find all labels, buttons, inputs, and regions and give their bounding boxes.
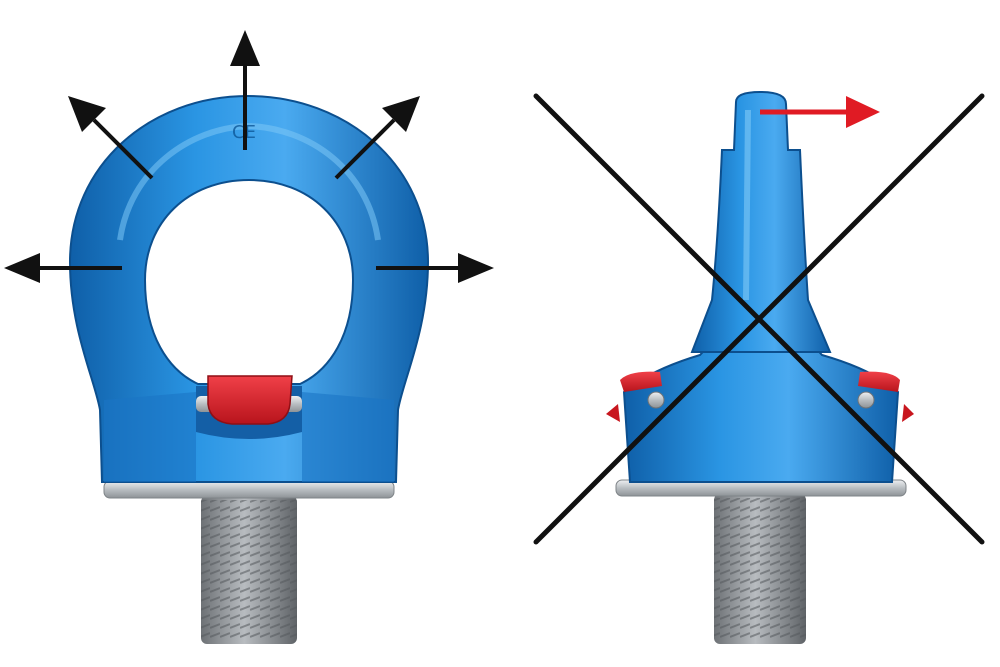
left-eyebolt: CE xyxy=(4,30,494,644)
left-washer xyxy=(103,480,395,499)
right-pin-right xyxy=(857,391,875,409)
arrow-right-icon xyxy=(458,253,494,283)
arrow-upper-right-icon xyxy=(382,96,420,132)
right-red-lip-right xyxy=(902,404,914,422)
arrow-up-icon xyxy=(230,30,260,66)
left-red-bushing xyxy=(207,375,293,425)
side-load-arrow xyxy=(760,96,880,128)
prohibited-cross xyxy=(533,93,985,545)
right-bolt-thread xyxy=(714,498,806,640)
left-lower-body-r xyxy=(302,392,394,482)
arrow-left-icon xyxy=(4,253,40,283)
left-ring-highlight xyxy=(117,122,381,241)
arrow-upper-left-icon xyxy=(68,96,106,132)
right-eyebolt xyxy=(533,90,985,644)
right-pin-left xyxy=(647,391,665,409)
right-red-lip-left xyxy=(606,404,620,422)
red-arrow-right-icon xyxy=(846,96,880,128)
right-red-tab-right xyxy=(858,371,900,392)
cross-line-2 xyxy=(533,93,985,545)
right-red-tab-left xyxy=(620,371,662,392)
allowed-arrows xyxy=(4,30,494,283)
arrow-upper-right-shaft xyxy=(334,118,396,180)
left-bolt-thread xyxy=(201,500,297,640)
left-lower-body xyxy=(104,392,196,482)
right-eye-highlight xyxy=(743,109,751,301)
arrow-upper-left-shaft xyxy=(92,118,154,180)
